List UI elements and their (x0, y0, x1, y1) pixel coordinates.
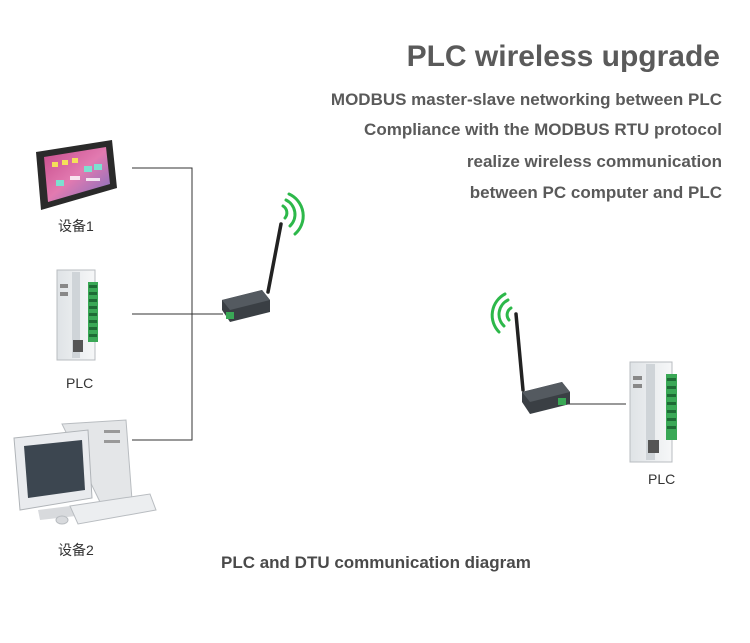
desktop-computer-icon (13, 419, 157, 525)
device2-label: 设备2 (58, 542, 94, 558)
description-line-4: between PC computer and PLC (469, 183, 722, 202)
dtu-left-icon (222, 222, 283, 322)
line-hmi-bus (132, 167, 193, 441)
dtu-right-icon (514, 312, 570, 414)
signal-right-icon (490, 292, 513, 334)
signal-left-icon (281, 192, 305, 236)
connection-lines (132, 167, 626, 441)
description-line-2: Compliance with the MODBUS RTU protocol (364, 120, 722, 139)
description-line-1: MODBUS master-slave networking between P… (330, 90, 722, 109)
description-line-3: realize wireless communication (466, 152, 722, 171)
diagram-caption: PLC and DTU communication diagram (221, 553, 531, 572)
plc-left-icon (56, 269, 98, 361)
plc-left-label: PLC (66, 375, 94, 391)
hmi-panel-icon (36, 140, 117, 210)
device1-label: 设备1 (58, 218, 94, 234)
plc-right-icon (629, 361, 677, 463)
plc-right-label: PLC (648, 471, 676, 487)
diagram-title: PLC wireless upgrade (406, 40, 720, 73)
